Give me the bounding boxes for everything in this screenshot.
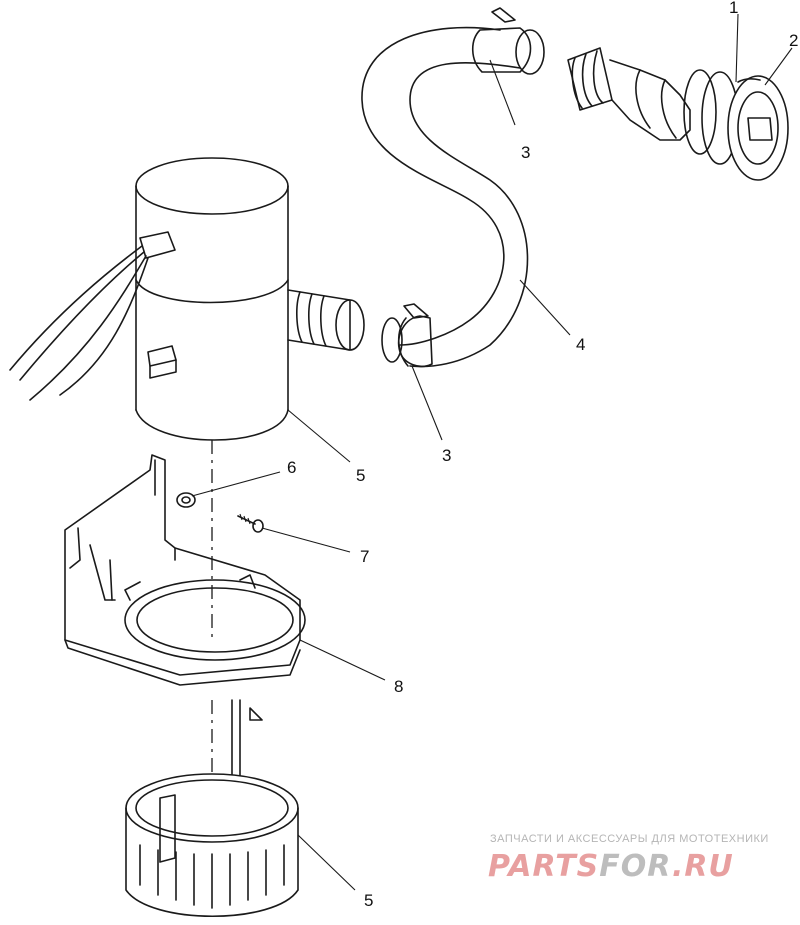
strainer-base <box>125 699 299 917</box>
callout-3-upper: 3 <box>521 143 530 162</box>
watermark-brand: PARTSFOR.RU <box>488 849 734 884</box>
callout-3-lower: 3 <box>442 446 451 465</box>
thru-hull-fitting <box>567 47 789 181</box>
callout-5-strainer: 5 <box>364 891 373 910</box>
callout-5-pump: 5 <box>356 466 365 485</box>
callout-1: 1 <box>729 0 738 17</box>
callout-7: 7 <box>360 547 369 566</box>
callout-6: 6 <box>287 458 296 477</box>
leader-lines <box>191 13 793 891</box>
washer <box>176 492 196 508</box>
screw <box>237 513 264 533</box>
hose <box>361 7 545 368</box>
callout-2: 2 <box>789 31 798 50</box>
watermark-brand-part1: PARTS <box>488 849 599 884</box>
watermark-brand-part2: FOR <box>599 849 672 884</box>
pump-motor <box>9 157 365 441</box>
callout-4: 4 <box>576 335 585 354</box>
mounting-bracket <box>64 454 306 686</box>
watermark-brand-part3: .RU <box>672 849 734 884</box>
watermark-tagline: ЗАПЧАСТИ И АКСЕССУАРЫ ДЛЯ МОТОТЕХНИКИ <box>490 833 769 845</box>
callout-8: 8 <box>394 677 403 696</box>
watermark: ЗАПЧАСТИ И АКСЕССУАРЫ ДЛЯ МОТОТЕХНИКИ PA… <box>488 833 769 884</box>
